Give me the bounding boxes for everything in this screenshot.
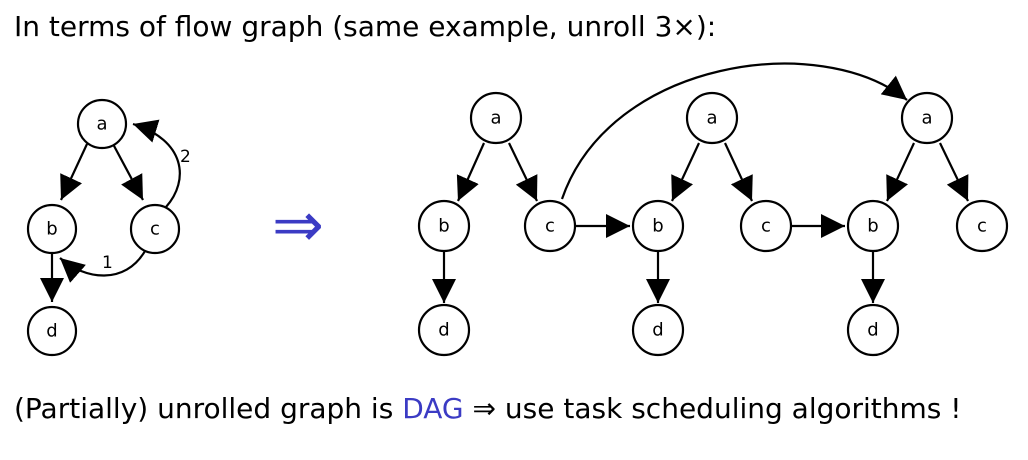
node-d-copy1: d <box>417 303 471 357</box>
node-b-copy2: b <box>631 199 685 253</box>
edge-a3-to-b3 <box>886 142 915 202</box>
node-b-copy3: b <box>846 199 900 253</box>
dag-term: DAG <box>402 392 464 425</box>
svg-text:d: d <box>867 320 878 341</box>
slide-heading: In terms of flow graph (same example, un… <box>14 10 717 43</box>
node-d: d <box>26 305 78 357</box>
edge-c1-to-a3 <box>560 62 908 200</box>
conclusion-suffix: use task scheduling algorithms ! <box>496 392 962 425</box>
node-c-copy2: c <box>739 199 793 253</box>
svg-text:a: a <box>921 108 932 129</box>
unrolled-graph: a b c d a b c d a b c d <box>417 62 1009 357</box>
node-b-copy1: b <box>417 199 471 253</box>
edge-a2-to-c2 <box>724 142 753 202</box>
svg-text:d: d <box>652 320 663 341</box>
back-edge-c-to-b <box>59 250 146 283</box>
node-b: b <box>26 203 78 255</box>
edge-label-1: 1 <box>102 253 113 273</box>
implies-arrow: ⇒ <box>272 188 324 261</box>
svg-text:a: a <box>490 108 501 129</box>
svg-text:d: d <box>438 320 449 341</box>
svg-text:b: b <box>867 216 878 237</box>
node-a-copy3: a <box>900 91 954 145</box>
node-d-copy2: d <box>631 303 685 357</box>
edge-a1-to-c1 <box>508 142 538 202</box>
edge-a2-to-b2 <box>671 142 700 202</box>
edge-a1-to-b1 <box>456 142 486 202</box>
svg-text:c: c <box>545 216 555 237</box>
node-a-copy2: a <box>685 91 739 145</box>
node-a: a <box>76 98 128 150</box>
edge-a-to-c <box>112 143 144 201</box>
edge-a3-to-c3 <box>939 142 969 202</box>
original-graph: 2 1 a b c d <box>26 98 191 357</box>
svg-text:c: c <box>977 216 987 237</box>
back-edge-c-to-a <box>132 119 181 208</box>
node-d-copy3: d <box>846 303 900 357</box>
svg-text:a: a <box>96 114 107 135</box>
svg-text:b: b <box>652 216 663 237</box>
conclusion-text: (Partially) unrolled graph is DAG ⇒ use … <box>14 392 962 425</box>
edge-a-to-b <box>60 143 88 201</box>
svg-text:c: c <box>150 219 160 240</box>
svg-text:a: a <box>706 108 717 129</box>
conclusion-prefix: (Partially) unrolled graph is <box>14 392 403 425</box>
edge-label-2: 2 <box>180 147 191 167</box>
conclusion-arrow: ⇒ <box>472 392 497 425</box>
svg-text:b: b <box>46 219 57 240</box>
svg-text:d: d <box>46 321 57 342</box>
svg-text:c: c <box>761 216 771 237</box>
node-a-copy1: a <box>469 91 523 145</box>
svg-text:b: b <box>438 216 449 237</box>
node-c-copy1: c <box>523 199 577 253</box>
node-c-copy3: c <box>955 199 1009 253</box>
node-c: c <box>129 203 181 255</box>
